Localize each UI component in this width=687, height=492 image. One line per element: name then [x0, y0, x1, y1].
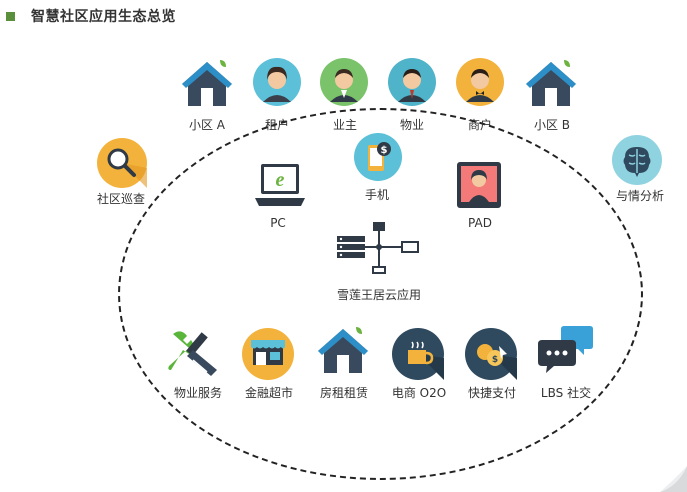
label-pc: PC [270, 216, 286, 230]
property-staff-avatar-icon [388, 58, 436, 106]
label-patrol: 社区巡查 [96, 192, 146, 206]
house-icon [526, 60, 576, 106]
label-community-b: 小区 B [533, 118, 571, 132]
label-ecommerce: 电商 O2O [391, 386, 447, 400]
page-title: 智慧社区应用生态总览 [31, 9, 176, 25]
storefront-icon [242, 328, 294, 380]
owner-avatar-icon [320, 58, 368, 106]
label-core: 雪莲王居云应用 [336, 288, 422, 302]
label-lbs-social: LBS 社交 [540, 386, 592, 400]
label-quick-pay: 快捷支付 [467, 386, 517, 400]
label-tenant: 租户 [264, 118, 290, 132]
svg-text:$: $ [492, 355, 498, 365]
label-merchant: 商户 [467, 118, 493, 132]
chat-bubbles-icon [538, 326, 593, 373]
coin-payment-icon: $ [465, 328, 517, 380]
magnifier-icon [97, 138, 147, 188]
mobile-payment-icon: $ [354, 133, 402, 181]
label-owner: 业主 [332, 118, 358, 132]
laptop-icon: e [255, 164, 305, 206]
house-icon [182, 60, 232, 106]
brain-icon [612, 135, 662, 185]
label-phone: 手机 [364, 188, 390, 202]
label-finance-mall: 金融超市 [244, 386, 294, 400]
label-pad: PAD [468, 216, 492, 230]
page-curl-decoration [660, 466, 687, 492]
tablet-icon [457, 162, 501, 208]
ecosystem-ellipse [118, 108, 643, 480]
header-marker [6, 11, 15, 21]
tools-icon [168, 331, 217, 376]
label-property-service: 物业服务 [173, 386, 223, 400]
label-sentiment: 与情分析 [615, 189, 665, 203]
label-property: 物业 [399, 118, 425, 132]
label-housing-rental: 房租租赁 [319, 386, 369, 400]
coffee-cup-icon [392, 328, 444, 380]
tenant-avatar-icon [253, 58, 301, 106]
server-network-icon [337, 222, 419, 274]
house-icon [318, 327, 368, 373]
svg-text:e: e [276, 169, 285, 191]
section-header: 智慧社区应用生态总览 [6, 6, 176, 26]
svg-text:$: $ [381, 145, 388, 156]
merchant-avatar-icon [456, 58, 504, 106]
label-community-a: 小区 A [188, 118, 226, 132]
